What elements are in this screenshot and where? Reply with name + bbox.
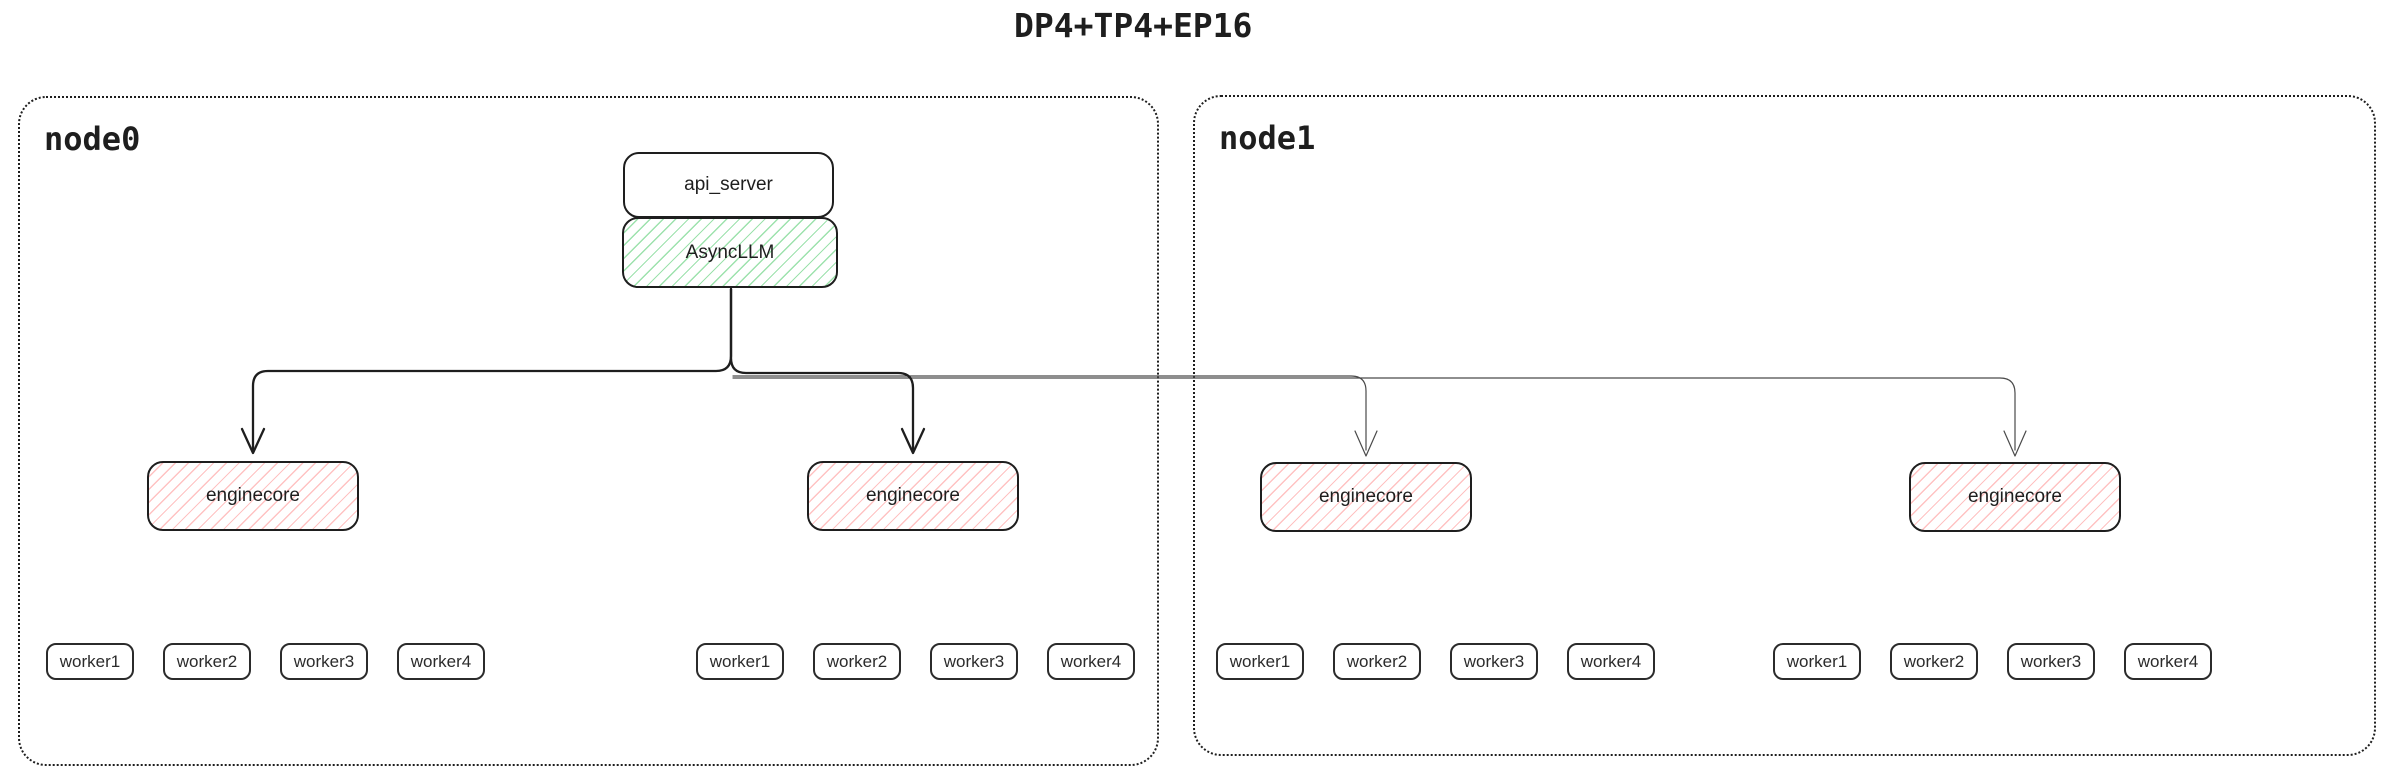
diagram-title: DP4+TP4+EP16 <box>1014 6 1253 45</box>
worker-box: worker3 <box>280 643 368 680</box>
enginecore-box-node0-2: enginecore <box>807 461 1019 531</box>
enginecore-box-node1-2: enginecore <box>1909 462 2121 532</box>
worker-box: worker4 <box>397 643 485 680</box>
asyncllm-box: AsyncLLM <box>622 217 838 288</box>
worker-box: worker2 <box>1333 643 1421 680</box>
worker-box: worker1 <box>1216 643 1304 680</box>
worker-group-node1-1: worker1 worker2 worker3 worker4 <box>1216 643 1655 680</box>
worker-box: worker1 <box>46 643 134 680</box>
enginecore-box-node0-1: enginecore <box>147 461 359 531</box>
node0-label: node0 <box>44 120 141 158</box>
worker-box: worker2 <box>813 643 901 680</box>
worker-box: worker4 <box>1047 643 1135 680</box>
worker-box: worker3 <box>930 643 1018 680</box>
worker-box: worker1 <box>1773 643 1861 680</box>
worker-group-node0-1: worker1 worker2 worker3 worker4 <box>46 643 485 680</box>
worker-group-node1-2: worker1 worker2 worker3 worker4 <box>1773 643 2212 680</box>
worker-group-node0-2: worker1 worker2 worker3 worker4 <box>696 643 1135 680</box>
worker-box: worker4 <box>1567 643 1655 680</box>
worker-box: worker2 <box>163 643 251 680</box>
worker-box: worker3 <box>2007 643 2095 680</box>
worker-box: worker2 <box>1890 643 1978 680</box>
worker-box: worker4 <box>2124 643 2212 680</box>
worker-box: worker1 <box>696 643 784 680</box>
enginecore-box-node1-1: enginecore <box>1260 462 1472 532</box>
api-server-box: api_server <box>623 152 834 218</box>
node1-label: node1 <box>1219 119 1316 157</box>
worker-box: worker3 <box>1450 643 1538 680</box>
